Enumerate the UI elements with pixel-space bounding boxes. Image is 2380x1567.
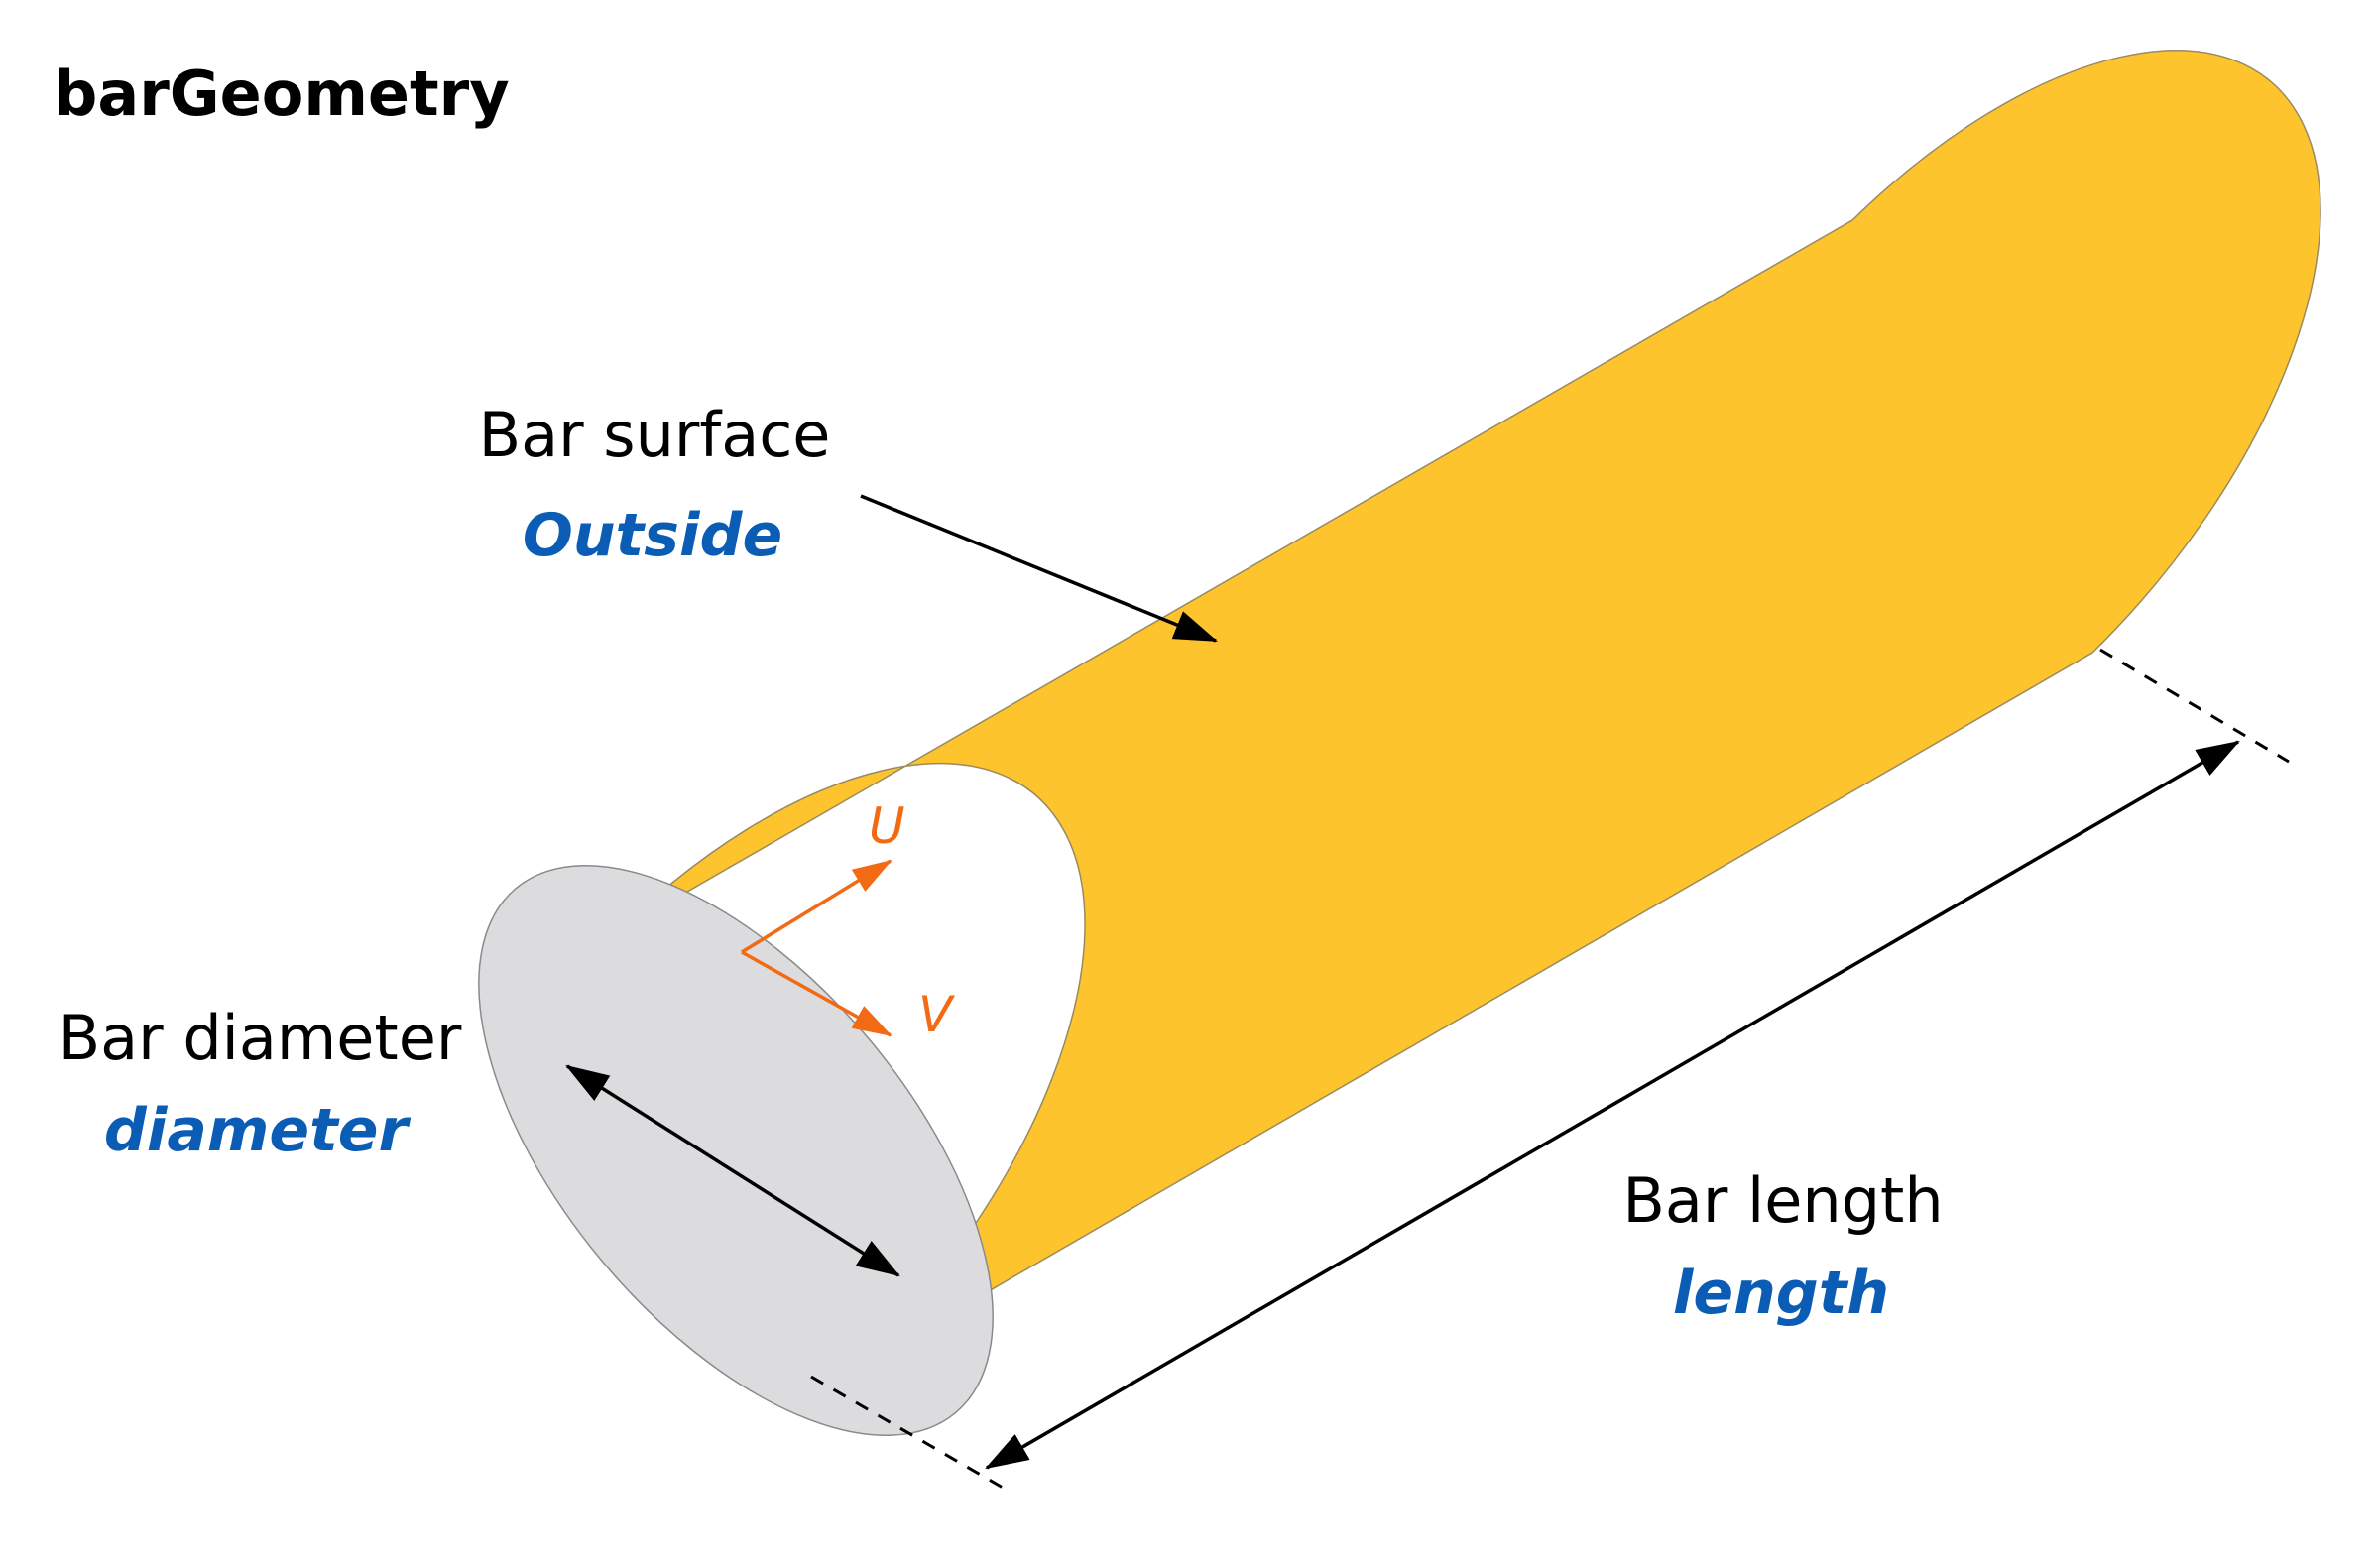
- bar-surface: [616, 50, 2321, 1370]
- diameter-dimension-arrow-icon: [565, 1064, 900, 1277]
- surface-parameter: Outside: [523, 501, 782, 570]
- surface-leader-arrow-icon: [860, 494, 1219, 643]
- v-axis-arrow-icon: [741, 950, 892, 1037]
- length-extension-line-end: [2099, 648, 2290, 764]
- length-caption: Bar length: [1622, 1164, 1943, 1237]
- v-axis-label: V: [918, 986, 956, 1043]
- page-title: barGeometry: [54, 58, 510, 130]
- u-axis-arrow-icon: [741, 859, 892, 954]
- diameter-caption: Bar diameter: [59, 1002, 462, 1074]
- length-parameter: length: [1673, 1259, 1889, 1328]
- bar-cylinder: [478, 50, 2321, 1436]
- length-extension-line-start: [810, 1375, 1011, 1494]
- length-dimension-arrow-icon: [985, 740, 2240, 1470]
- surface-caption: Bar surface: [479, 399, 831, 471]
- diameter-parameter: diameter: [104, 1096, 412, 1165]
- bar-end-face: [478, 865, 994, 1436]
- uv-axes: U V: [741, 797, 956, 1043]
- u-axis-label: U: [869, 797, 905, 855]
